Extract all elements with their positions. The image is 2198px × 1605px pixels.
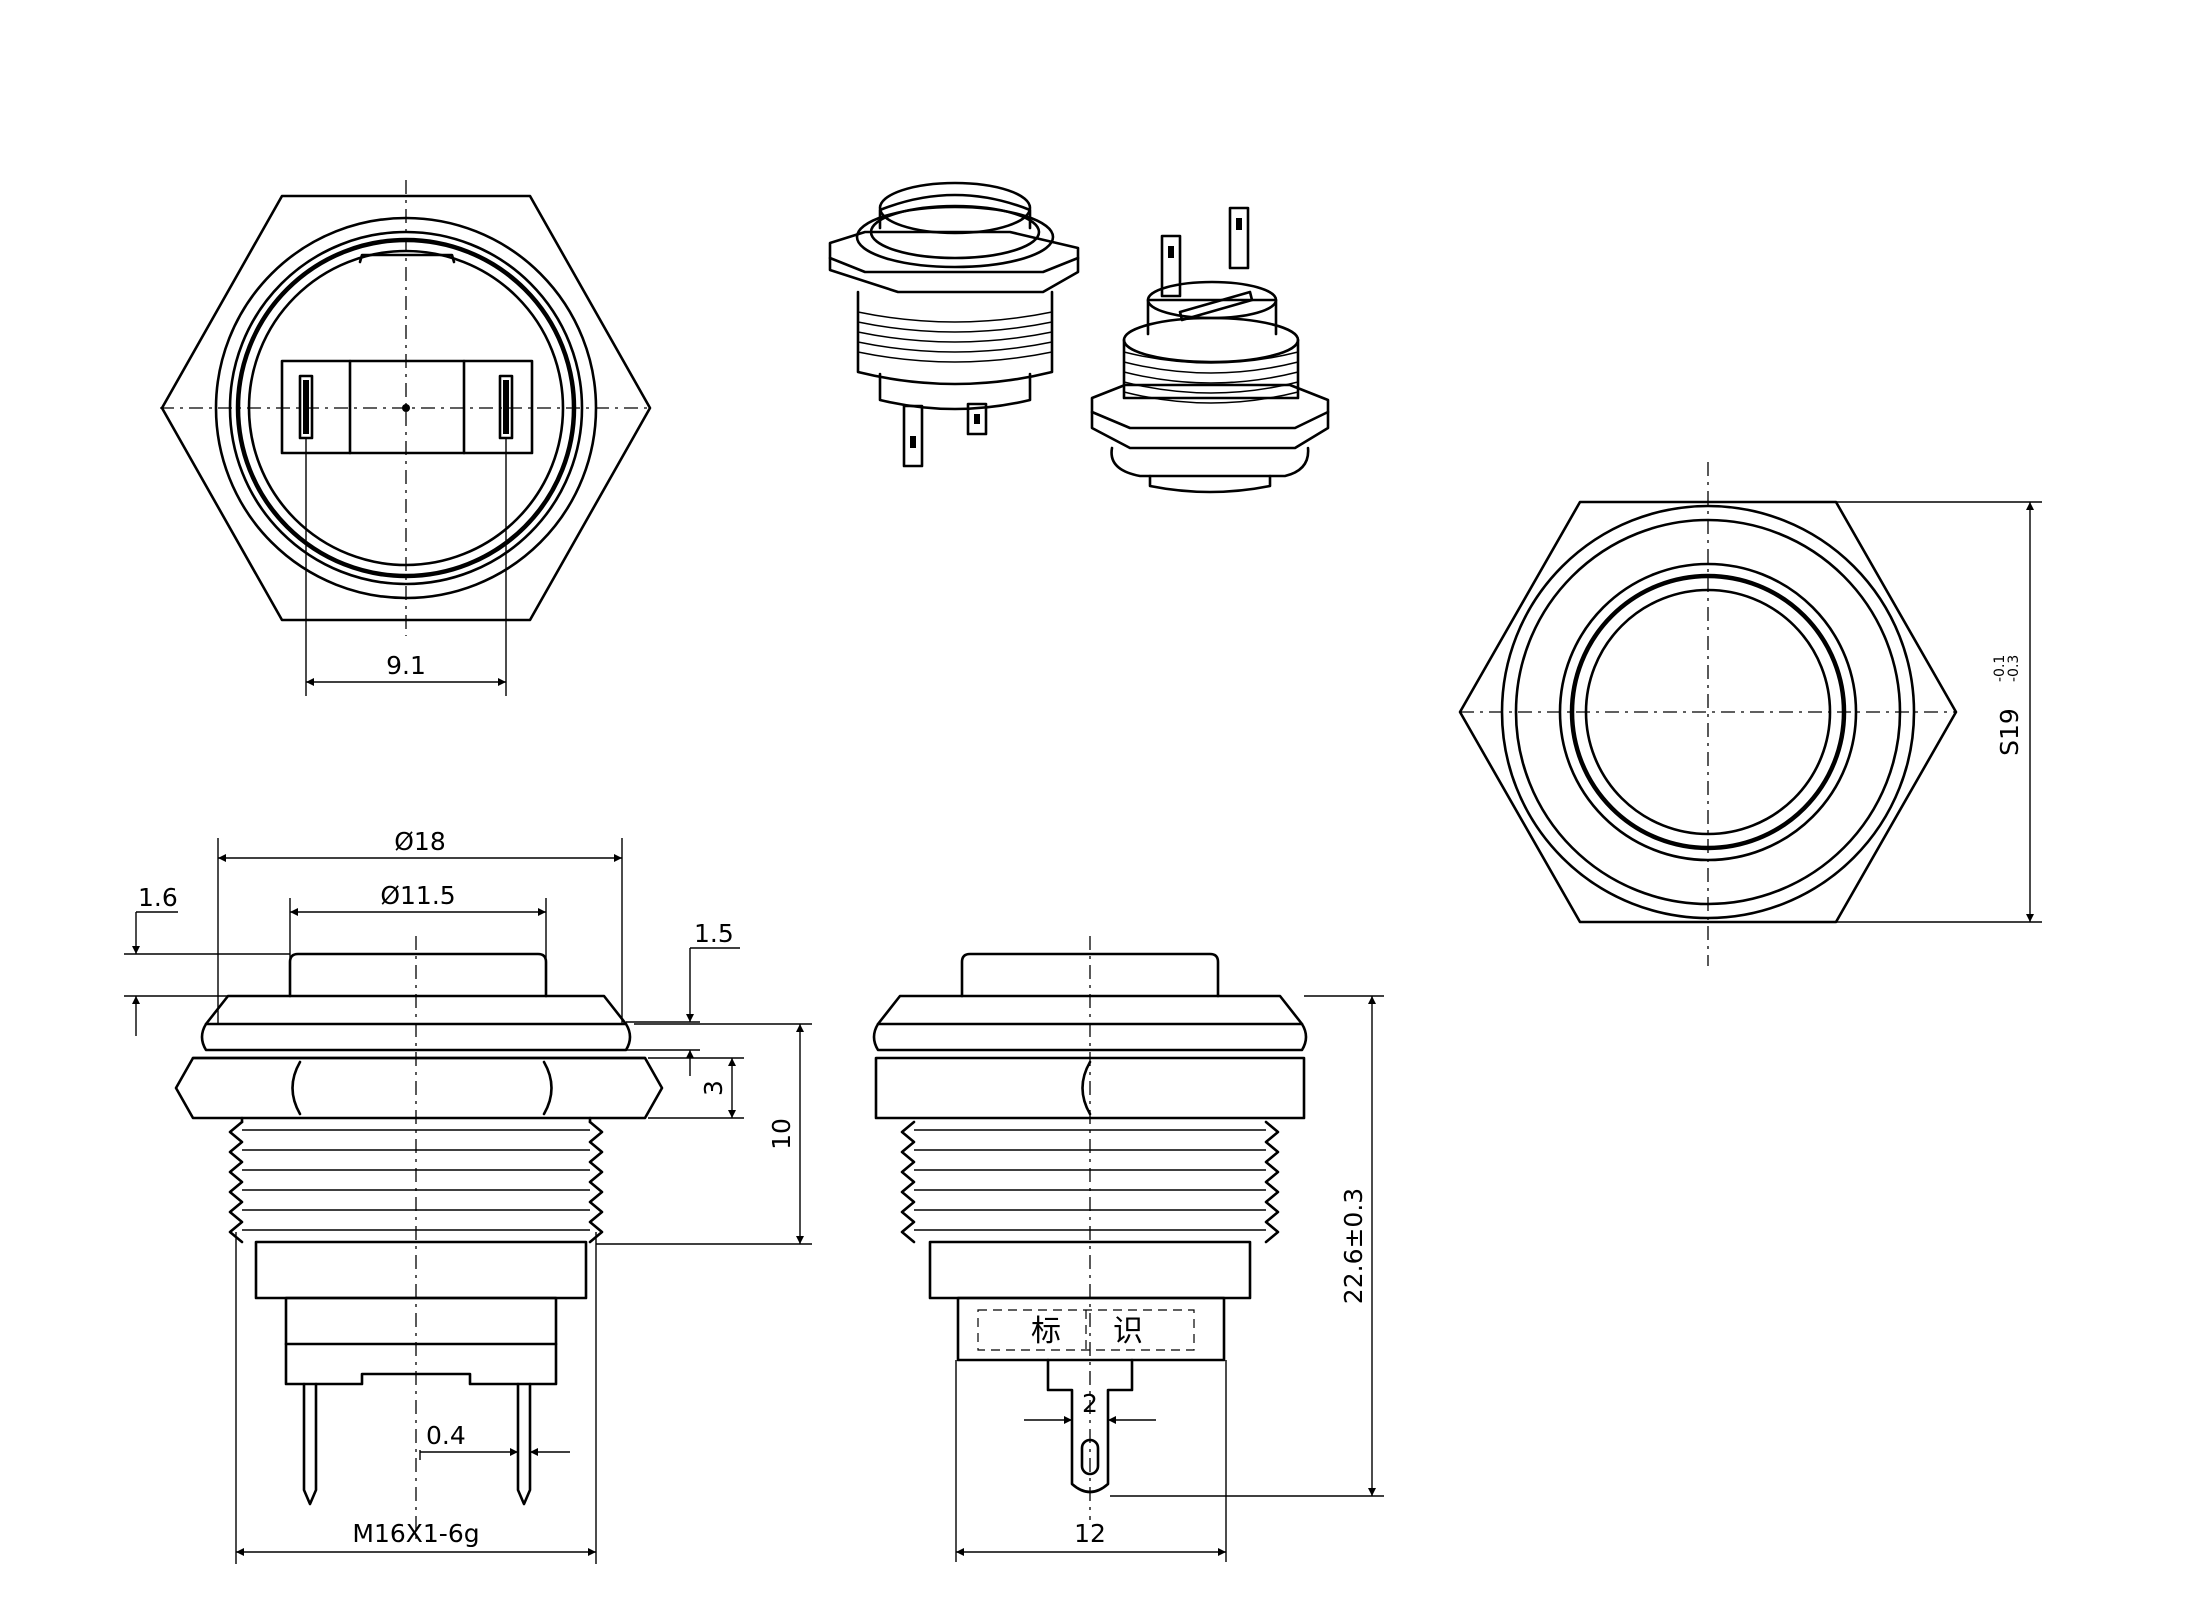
side-thread-join (240, 1116, 592, 1124)
iso1-terminal-left (902, 404, 924, 468)
iso2-thread-body (1122, 338, 1300, 400)
side-hex-facets (291, 1060, 553, 1116)
dim-panel-depth: 10 (767, 1118, 796, 1150)
dim-cap-step: 1.6 (138, 883, 178, 912)
marking-char-2: 识 (1113, 1314, 1143, 1349)
side-base (284, 1296, 558, 1346)
dim-hex-flat: S19 (1995, 708, 2024, 756)
iso2-terminal-right-hole (1236, 218, 1242, 230)
iso1-body (856, 290, 1054, 386)
end-view: 标 识 2 12 22.6±0.3 (872, 936, 1384, 1562)
isometric-view-rear (1090, 206, 1330, 494)
marking-char-1: 标 (1031, 1314, 1061, 1349)
dim-hex-flat-group: S19 -0.1 -0.3 (1992, 655, 2024, 756)
rear-hex-nut (160, 194, 652, 622)
side-thread-right (588, 1120, 604, 1244)
iso2-terminal-right (1228, 206, 1250, 270)
side-cap (288, 952, 548, 998)
dim-nut-height: 3 (699, 1080, 728, 1096)
iso1-thread-3 (857, 331, 1053, 343)
iso1-terminal-left-hole (910, 436, 916, 448)
end-thread-left (900, 1120, 916, 1244)
iso2-thread-top (1122, 316, 1300, 364)
dim-pin-thickness: 0.4 (426, 1421, 466, 1450)
iso2-terminal-left (1160, 234, 1182, 298)
rear-pin-right-core (503, 380, 509, 434)
dim-outer-dia: Ø18 (394, 827, 446, 856)
dim-cap-dia: Ø11.5 (380, 881, 455, 910)
end-bezel-band (872, 1022, 1308, 1052)
iso2-thread-1 (1123, 351, 1299, 364)
iso1-thread-4 (857, 341, 1053, 353)
iso2-terminal-base (1178, 290, 1254, 322)
iso1-cap-top (878, 181, 1032, 235)
side-body (254, 1240, 588, 1300)
front-ring-outer (1500, 504, 1916, 920)
iso2-flange-lip (1148, 474, 1272, 494)
rear-top-lip (358, 253, 456, 264)
iso1-bezel-inner (869, 204, 1041, 260)
dim-pin-width: 2 (1082, 1389, 1098, 1418)
iso1-hex-nut (828, 230, 1080, 294)
side-pin-right (516, 1382, 532, 1506)
side-view: Ø18 Ø11.5 1.6 1.5 3 10 0.4 (124, 827, 812, 1564)
dim-hex-flat-tol-upper: -0.1 (1992, 655, 2008, 682)
iso2-thread-5 (1123, 391, 1299, 404)
end-base (956, 1296, 1226, 1362)
dim-pin-span: 9.1 (386, 651, 426, 680)
iso2-hex-edge (1090, 410, 1330, 430)
dim-thread: M16X1-6g (352, 1519, 479, 1548)
iso1-cap-side (878, 193, 1032, 230)
iso2-terminal-left-hole (1168, 246, 1174, 258)
side-base-step (284, 1342, 558, 1386)
iso2-rear-housing (1146, 298, 1278, 336)
iso1-thread-2 (857, 321, 1053, 333)
end-thread-right (1264, 1120, 1280, 1244)
iso2-thread-4 (1123, 381, 1299, 394)
front-cap (1584, 588, 1832, 836)
iso2-thread-2 (1123, 361, 1299, 374)
side-pin-left (302, 1382, 318, 1506)
iso1-thread-5 (857, 351, 1053, 363)
iso2-flange (1110, 446, 1310, 478)
isometric-view-front (828, 181, 1080, 468)
iso1-terminal-right (966, 402, 988, 436)
iso2-thread-3 (1123, 371, 1299, 384)
dim-ring-step: 1.5 (694, 919, 734, 948)
iso1-thread-1 (857, 311, 1053, 323)
side-thread-left (228, 1120, 244, 1244)
front-view: S19 -0.1 -0.3 (1458, 462, 2042, 966)
dim-hex-flat-tol-lower: -0.3 (2006, 655, 2022, 682)
rear-view: 9.1 (160, 180, 652, 696)
dim-total-length: 22.6±0.3 (1339, 1188, 1368, 1304)
rear-pin-left-core (303, 380, 309, 434)
iso2-rear-housing-top (1146, 280, 1278, 320)
iso1-base (878, 372, 1032, 411)
dim-base-width: 12 (1074, 1519, 1106, 1548)
iso2-hex-nut (1090, 383, 1330, 450)
side-hex-nut (174, 1056, 664, 1120)
iso1-hex-edge (828, 256, 1080, 274)
rear-terminal-block (280, 359, 534, 455)
end-hex-facet (1081, 1060, 1092, 1116)
iso1-terminal-right-hole (974, 414, 980, 424)
end-cap (960, 952, 1220, 998)
